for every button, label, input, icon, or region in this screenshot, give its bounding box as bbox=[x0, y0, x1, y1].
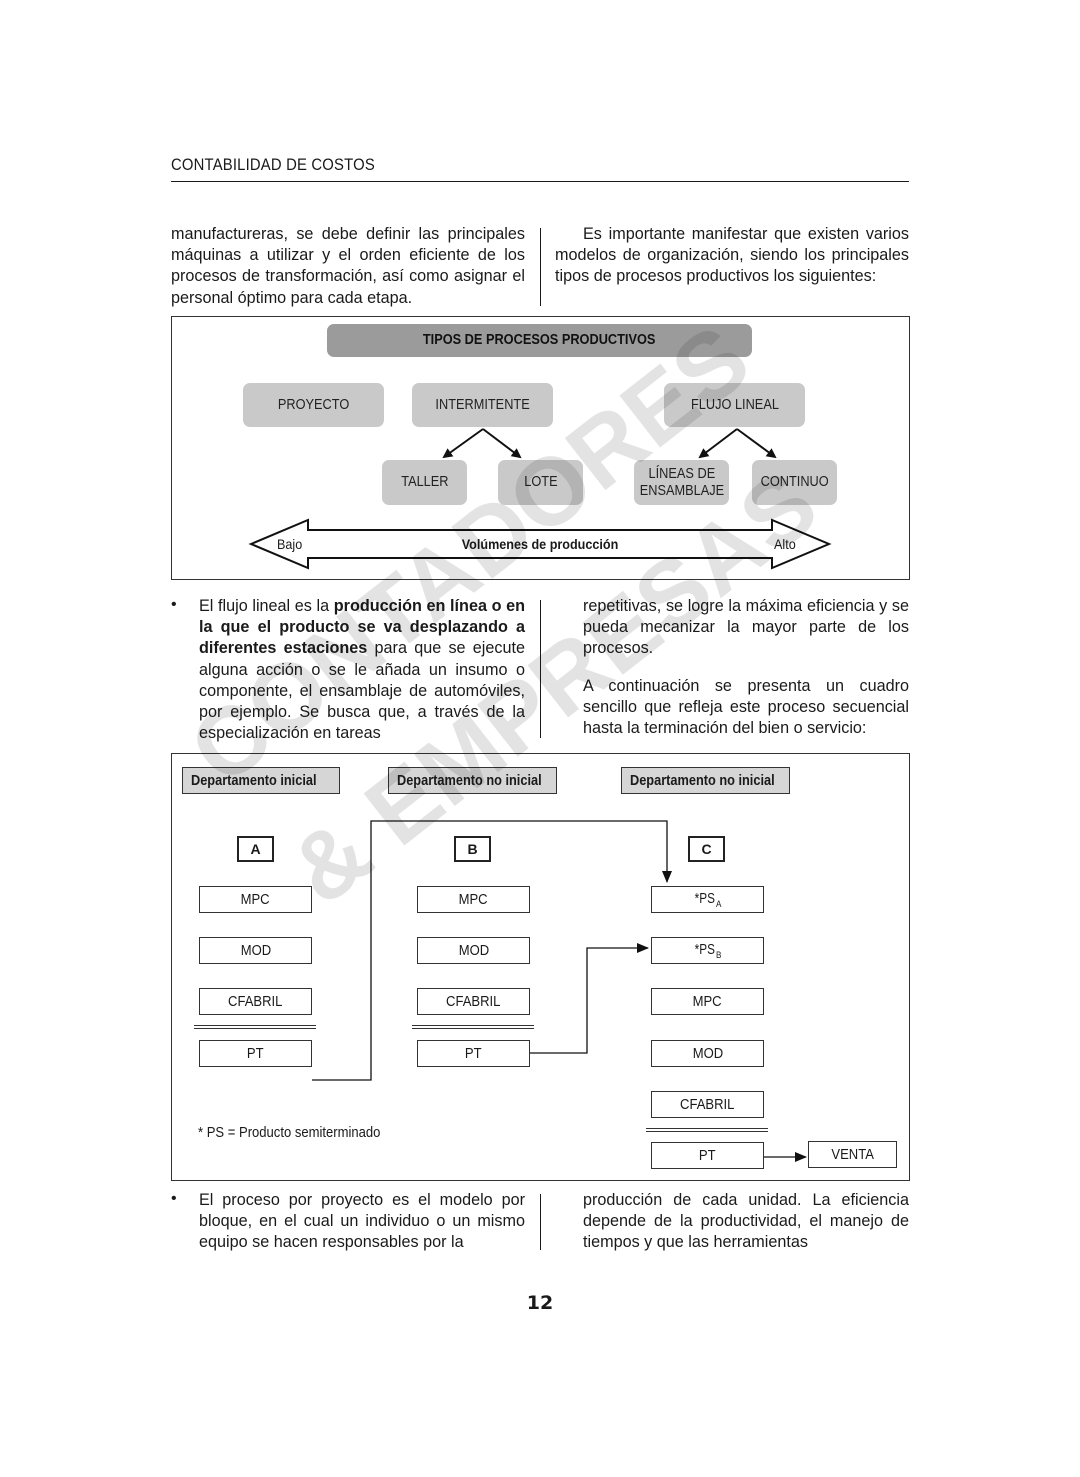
intro-left-column: manufactureras, se debe definir las prin… bbox=[171, 224, 525, 309]
node-lineas-label-2: ENSAMBLAJE bbox=[639, 482, 724, 499]
c-ps-b-main: *PS bbox=[694, 941, 715, 958]
c-ps-a: *PSA bbox=[651, 886, 764, 913]
c-ps-b-text: *PSB bbox=[694, 942, 722, 960]
flujo-lineal-pre: El flujo lineal es la bbox=[199, 597, 334, 615]
flujo-lineal-right-p1: repetitivas, se logre la máxima eficienc… bbox=[583, 597, 909, 658]
diagram-title-text: TIPOS DE PROCESOS PRODUCTIVOS bbox=[423, 332, 656, 348]
c-mpc-text: MPC bbox=[692, 993, 722, 1010]
bullet-1: • bbox=[171, 596, 177, 613]
c-cfabril: CFABRIL bbox=[651, 1091, 764, 1118]
axis-low-label: Bajo bbox=[277, 536, 303, 552]
node-lote-label: LOTE bbox=[523, 474, 558, 490]
b-mpc: MPC bbox=[417, 886, 530, 913]
column-divider-3 bbox=[540, 1194, 541, 1250]
flujo-lineal-post: para que se ejecute alguna acción o se l… bbox=[199, 639, 525, 743]
arrow-to-taller bbox=[442, 428, 484, 459]
c-ps-a-sub: A bbox=[716, 898, 722, 909]
node-intermitente-label: INTERMITENTE bbox=[435, 396, 530, 413]
node-lote: LOTE bbox=[498, 460, 583, 505]
letter-c: C bbox=[688, 836, 725, 862]
flujo-lineal-bold: producción en línea o en la que el produ… bbox=[199, 597, 525, 658]
b-pt-text: PT bbox=[465, 1045, 482, 1062]
b-cfabril-text: CFABRIL bbox=[446, 993, 501, 1010]
departments-diagram bbox=[171, 753, 910, 1181]
page-number: 12 bbox=[526, 1292, 554, 1314]
arrow-to-continuo bbox=[736, 428, 777, 459]
b-mod: MOD bbox=[417, 937, 530, 964]
a-cfabril: CFABRIL bbox=[199, 988, 312, 1015]
arrow-to-lote bbox=[482, 428, 522, 459]
column-divider bbox=[540, 228, 541, 306]
node-flujo-lineal: FLUJO LINEAL bbox=[664, 383, 805, 427]
a-pt: PT bbox=[199, 1040, 312, 1067]
flujo-lineal-right-column: repetitivas, se logre la máxima eficienc… bbox=[583, 596, 909, 739]
flow-a-to-c bbox=[312, 820, 672, 1081]
a-mod: MOD bbox=[199, 937, 312, 964]
node-intermitente: INTERMITENTE bbox=[412, 383, 553, 427]
dept-inicial-label: Departamento inicial bbox=[182, 767, 340, 794]
c-ps-b-sub: B bbox=[716, 949, 722, 960]
a-total-rule bbox=[194, 1025, 316, 1029]
node-lineas-label-1: LÍNEAS DE bbox=[648, 465, 715, 482]
dept-a-text: Departamento inicial bbox=[191, 772, 317, 789]
node-lineas-ensamblaje: LÍNEAS DE ENSAMBLAJE bbox=[634, 460, 729, 505]
a-mod-text: MOD bbox=[240, 942, 271, 959]
dept-b-text: Departamento no inicial bbox=[397, 772, 542, 789]
venta-text: VENTA bbox=[831, 1146, 874, 1163]
b-mod-text: MOD bbox=[458, 942, 489, 959]
letter-a: A bbox=[237, 836, 274, 862]
flow-b-to-c bbox=[530, 943, 649, 1054]
axis-high-label: Alto bbox=[774, 536, 796, 552]
ps-footnote: * PS = Producto semiterminado bbox=[198, 1125, 381, 1141]
diagram-title: TIPOS DE PROCESOS PRODUCTIVOS bbox=[327, 324, 752, 357]
flujo-lineal-right-p2: A continuación se presenta un cuadro sen… bbox=[583, 676, 909, 738]
dept-no-inicial-b-label: Departamento no inicial bbox=[388, 767, 557, 794]
c-mod: MOD bbox=[651, 1040, 764, 1067]
c-total-rule bbox=[646, 1128, 768, 1132]
node-continuo: CONTINUO bbox=[752, 460, 837, 505]
c-ps-a-main: *PS bbox=[694, 890, 715, 907]
axis-title: Volúmenes de producción bbox=[461, 536, 619, 552]
node-flujo-lineal-label: FLUJO LINEAL bbox=[690, 396, 779, 413]
c-pt: PT bbox=[651, 1142, 764, 1169]
running-header: CONTABILIDAD DE COSTOS bbox=[171, 156, 375, 174]
b-total-rule bbox=[412, 1025, 534, 1029]
flujo-lineal-paragraph: El flujo lineal es la producción en líne… bbox=[199, 596, 525, 744]
dept-c-text: Departamento no inicial bbox=[630, 772, 775, 789]
letter-b: B bbox=[454, 836, 491, 862]
b-pt: PT bbox=[417, 1040, 530, 1067]
c-ps-a-text: *PSA bbox=[694, 891, 722, 909]
node-taller-label: TALLER bbox=[400, 474, 449, 490]
arrow-to-lineas bbox=[698, 428, 738, 459]
intro-right-text: Es importante manifestar que existen var… bbox=[555, 225, 909, 286]
proyecto-left-text: El proceso por proyecto es el modelo por… bbox=[199, 1191, 525, 1252]
b-mpc-text: MPC bbox=[458, 891, 488, 908]
c-ps-b: *PSB bbox=[651, 937, 764, 964]
intro-left-text: manufactureras, se debe definir las prin… bbox=[171, 225, 525, 307]
a-cfabril-text: CFABRIL bbox=[228, 993, 283, 1010]
a-mpc: MPC bbox=[199, 886, 312, 913]
a-pt-text: PT bbox=[247, 1045, 264, 1062]
intro-right-column: Es importante manifestar que existen var… bbox=[555, 224, 909, 288]
node-proyecto-label: PROYECTO bbox=[277, 396, 350, 413]
node-continuo-label: CONTINUO bbox=[760, 474, 829, 490]
dept-no-inicial-c-label: Departamento no inicial bbox=[621, 767, 790, 794]
c-pt-text: PT bbox=[699, 1147, 716, 1164]
c-mpc: MPC bbox=[651, 988, 764, 1015]
c-mod-text: MOD bbox=[692, 1045, 723, 1062]
proyecto-right-text: producción de cada unidad. La eficiencia… bbox=[583, 1191, 909, 1252]
node-proyecto: PROYECTO bbox=[243, 383, 384, 427]
node-taller: TALLER bbox=[382, 460, 467, 505]
column-divider-2 bbox=[540, 600, 541, 738]
header-rule bbox=[171, 181, 909, 182]
volume-double-arrow bbox=[248, 518, 832, 570]
b-cfabril: CFABRIL bbox=[417, 988, 530, 1015]
a-mpc-text: MPC bbox=[240, 891, 270, 908]
venta-box: VENTA bbox=[808, 1141, 897, 1168]
c-cfabril-text: CFABRIL bbox=[680, 1096, 735, 1113]
bullet-2: • bbox=[171, 1190, 177, 1207]
